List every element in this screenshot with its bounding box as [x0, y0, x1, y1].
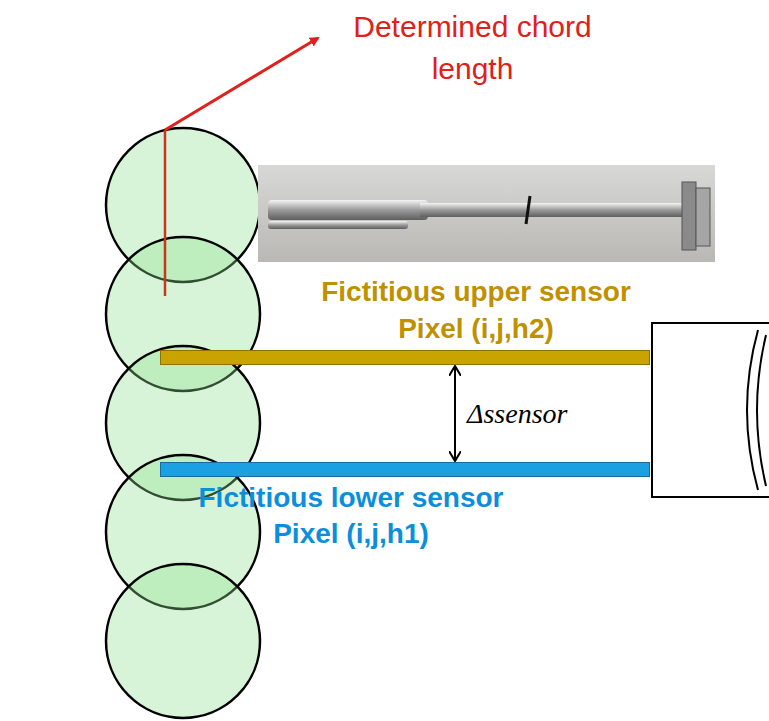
chord-line	[164, 130, 167, 296]
spacing-label: Δssensor	[467, 398, 567, 430]
spacing-arrow	[454, 366, 456, 461]
bubble-circles	[106, 128, 260, 718]
probe-photo	[258, 165, 715, 262]
chord-label: Determined chord length	[335, 6, 610, 90]
sensor-label: Fictitious lower sensor Pixel (i,j,h1)	[181, 480, 521, 553]
sensor-label: Fictitious upper sensor Pixel (i,j,h2)	[306, 274, 646, 347]
sensor-bar: Fictitious lower sensor Pixel (i,j,h1)	[160, 462, 650, 477]
sensor-bar: Fictitious upper sensor Pixel (i,j,h2)	[160, 350, 650, 365]
camera-housing	[652, 323, 769, 497]
leader-arrow	[165, 38, 318, 130]
